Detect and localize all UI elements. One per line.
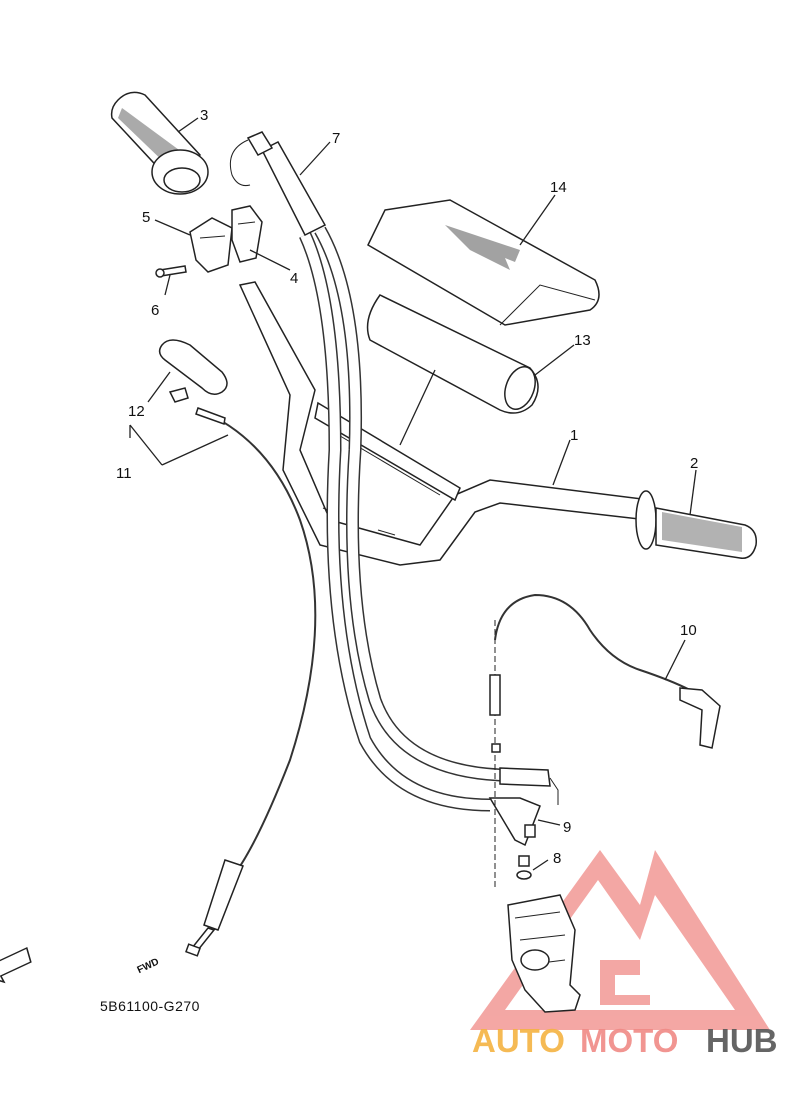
screw	[155, 265, 187, 278]
callout-7: 7	[332, 130, 340, 147]
callout-2: 2	[690, 455, 698, 472]
fwd-arrow: FWD	[0, 946, 161, 984]
throttle-grip	[110, 91, 209, 195]
callout-6: 6	[151, 302, 159, 319]
callouts: 1 2 3 4 5 6 7 8 9 10 11 12 13 14	[116, 107, 698, 867]
part-code: 5B61100-G270	[100, 998, 200, 1014]
choke-cable	[494, 593, 721, 749]
hot-start-lever	[158, 339, 228, 403]
callout-13: 13	[574, 332, 591, 349]
throttle-cable	[229, 131, 559, 847]
callout-11: 11	[116, 465, 132, 482]
watermark-hub: HUB	[706, 1022, 778, 1059]
watermark-moto: MOTO	[580, 1022, 678, 1059]
carburetor-fittings	[489, 620, 536, 890]
callout-10: 10	[680, 622, 697, 639]
handlebar-pad	[366, 294, 539, 414]
callout-5: 5	[142, 209, 150, 226]
right-grip	[635, 490, 758, 559]
callout-3: 3	[200, 107, 208, 124]
fwd-label: FWD	[136, 956, 161, 976]
callout-14: 14	[550, 179, 567, 196]
clutch-cable	[185, 407, 317, 957]
carburetor	[507, 894, 581, 1013]
callout-1: 1	[570, 427, 578, 444]
pad-cover	[367, 199, 600, 326]
watermark-auto: AUTO	[472, 1022, 565, 1059]
throttle-housing	[189, 205, 263, 273]
callout-4: 4	[290, 270, 298, 287]
callout-8: 8	[553, 850, 561, 867]
callout-9: 9	[563, 819, 571, 836]
leader-lines	[129, 117, 697, 871]
watermark-text: AUTO MOTO HUB	[472, 1022, 778, 1059]
callout-12: 12	[128, 403, 145, 420]
